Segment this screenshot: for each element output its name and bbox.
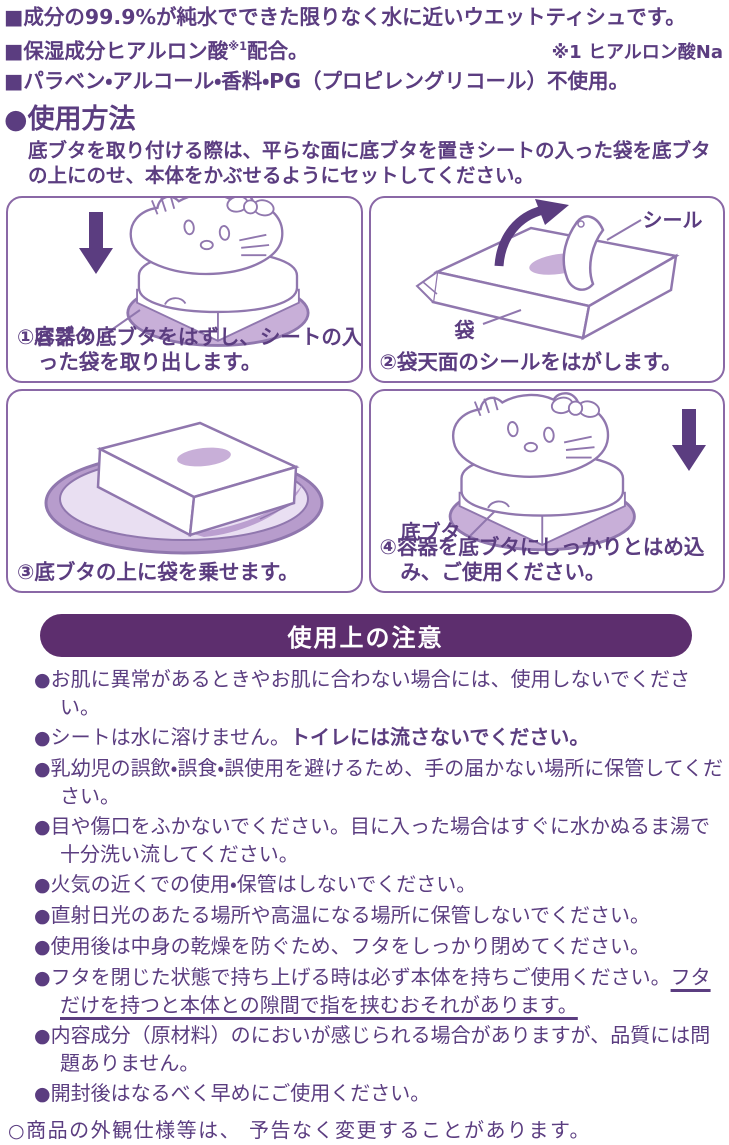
bullet-icon: ● <box>34 966 51 989</box>
open-circle-bullet-icon: ○ <box>8 1119 27 1142</box>
precaution-item: ●乳幼児の誤飲・誤食・誤使用を避けるため、手の届かない場所に保管してください。 <box>34 755 725 810</box>
bottom-lid-label: 底ブタ <box>34 323 94 348</box>
step3-caption: ③底ブタの上に袋を乗せます。 <box>17 559 299 584</box>
precaution-text: フタを閉じた状態で持ち上げる時は必ず本体を持ちご使用ください。 <box>50 964 671 989</box>
square-bullet-icon: ■ <box>4 38 24 63</box>
precaution-text: 使用後は中身の乾燥を防ぐため、フタをしっかり閉めてください。 <box>50 933 650 958</box>
ingredient-note-1: ■成分の99.9%が純水でできた限りなく水に近いウエットティシュです。 <box>4 3 727 32</box>
usage-intro-text: 底ブタを取り付ける際は、平らな面に底ブタを置きシートの入った袋を底ブタの上にのせ… <box>28 138 711 187</box>
precaution-item: ○商品の外観仕様等は、 予告なく変更することがあります。 <box>8 1117 725 1145</box>
circle-bullet-icon: ● <box>4 103 28 135</box>
ingredient-notes: ■成分の99.9%が純水でできた限りなく水に近いウエットティシュです。 ■保湿成… <box>4 3 727 96</box>
usage-step-2-panel: シール 袋 ②袋天面のシールをはがします。 <box>368 195 725 383</box>
precaution-item: ●お肌に異常があるときやお肌に合わない場合には、使用しないでください。 <box>34 666 725 721</box>
precaution-item: ●使用後は中身の乾燥を防ぐため、フタをしっかり閉めてください。 <box>34 933 725 961</box>
wipes-bag-art <box>414 226 680 341</box>
precaution-item: ●開封後はなるべく早めにご使用ください。 <box>34 1080 725 1108</box>
down-arrow-icon <box>671 408 706 471</box>
step2-illustration <box>414 198 680 341</box>
ingredient-note-2: ■保湿成分ヒアルロン酸※1配合。 ※1 ヒアルロン酸Na <box>4 32 727 67</box>
ingredient-note-3: ■パラベン・アルコール・香料・PG（プロピレングリコール）不使用。 <box>4 67 727 96</box>
step4-caption: ④容器を底ブタにしっかりとはめ込み、ご使用ください。 <box>379 534 705 584</box>
bag-on-tray-art <box>96 421 300 537</box>
note-text: ■保湿成分ヒアルロン酸※1配合。 <box>4 38 309 63</box>
square-bullet-icon: ■ <box>4 5 24 29</box>
bullet-icon: ● <box>34 904 51 927</box>
usage-step-3-panel: ③底ブタの上に袋を乗せます。 <box>6 388 363 593</box>
bullet-icon: ● <box>34 1082 51 1105</box>
kitty-container-art <box>126 197 310 347</box>
square-bullet-icon: ■ <box>4 68 24 93</box>
bag-label: 袋 <box>454 317 475 342</box>
footnote-ref: ※1 <box>228 40 247 53</box>
usage-step-4-panel: 底ブタ ④容器を底ブタにしっかりとはめ込み、ご使用ください。 <box>368 388 725 593</box>
precautions-list: ●お肌に異常があるときやお肌に合わない場合には、使用しないでください。 ●シート… <box>8 666 725 1145</box>
precautions-banner: 使用上の注意 <box>39 613 692 657</box>
usage-section-title: ●使用方法 <box>4 103 136 135</box>
precaution-text: 目や傷口をふかないでください。目に入った場合はすぐに水かぬるま湯で十分洗い流して… <box>50 813 710 866</box>
seal-art <box>562 215 604 291</box>
precaution-text: 商品の外観仕様等は、 予告なく変更することがあります。 <box>26 1117 591 1142</box>
down-arrow-icon <box>79 211 113 274</box>
precautions-title: 使用上の注意 <box>287 623 444 652</box>
step4-illustration <box>448 391 706 552</box>
precaution-text: お肌に異常があるときやお肌に合わない場合には、使用しないでください。 <box>50 666 690 719</box>
bullet-icon: ● <box>34 935 51 958</box>
precaution-text: 内容成分（原材料）のにおいが感じられる場合がありますが、品質には問題ありません。 <box>50 1022 711 1075</box>
usage-steps-grid: 底ブタ ①容器の底ブタをはずし、シートの入った袋を取り出します。 <box>6 195 725 593</box>
precaution-item: ●直射日光のあたる場所や高温になる場所に保管しないでください。 <box>34 902 725 930</box>
bullet-icon: ● <box>34 726 51 749</box>
precaution-text: 直射日光のあたる場所や高温になる場所に保管しないでください。 <box>50 902 650 927</box>
step1-caption: ①容器の底ブタをはずし、シートの入った袋を取り出します。 <box>17 324 363 374</box>
precaution-item: ●内容成分（原材料）のにおいが感じられる場合がありますが、品質には問題ありません… <box>34 1022 725 1077</box>
bullet-icon: ● <box>34 757 51 780</box>
kitty-container-art <box>448 391 636 552</box>
step3-illustration <box>44 421 324 555</box>
precaution-text-underlined: フタだけを持つと本体との隙間で指を挟むおそれがあります。 <box>60 964 711 1017</box>
bottom-lid-label: 底ブタ <box>400 519 461 544</box>
precaution-item: ●火気の近くでの使用・保管はしないでください。 <box>34 871 725 899</box>
precaution-item: ●フタを閉じた状態で持ち上げる時は必ず本体を持ちご使用ください。フタだけを持つと… <box>34 964 725 1019</box>
note-text: 成分の99.9%が純水でできた限りなく水に近いウエットティシュです。 <box>23 5 686 29</box>
precaution-text: 開封後はなるべく早めにご使用ください。 <box>50 1080 431 1105</box>
curved-arrow-icon <box>494 198 569 267</box>
precaution-item: ●シートは水に溶けません。トイレには流さないでください。 <box>34 724 725 752</box>
step1-illustration <box>79 197 310 347</box>
bullet-icon: ● <box>34 873 51 896</box>
step2-caption: ②袋天面のシールをはがします。 <box>379 349 682 374</box>
bullet-icon: ● <box>34 815 51 838</box>
footnote-text: ※1 ヒアルロン酸Na <box>551 41 723 63</box>
precaution-text: 火気の近くでの使用・保管はしないでください。 <box>50 871 477 896</box>
precaution-text-bold: トイレには流さないでください。 <box>290 724 590 749</box>
seal-label: シール <box>642 207 703 232</box>
bullet-icon: ● <box>34 1024 51 1047</box>
usage-step-1-panel: 底ブタ ①容器の底ブタをはずし、シートの入った袋を取り出します。 <box>6 195 363 383</box>
precaution-text: 乳幼児の誤飲・誤食・誤使用を避けるため、手の届かない場所に保管してください。 <box>50 755 723 808</box>
note-text: パラベン・アルコール・香料・PG（プロピレングリコール）不使用。 <box>23 68 630 93</box>
bullet-icon: ● <box>34 668 51 691</box>
precaution-text: シートは水に溶けません。 <box>50 724 290 749</box>
precaution-item: ●目や傷口をふかないでください。目に入った場合はすぐに水かぬるま湯で十分洗い流し… <box>34 813 725 868</box>
